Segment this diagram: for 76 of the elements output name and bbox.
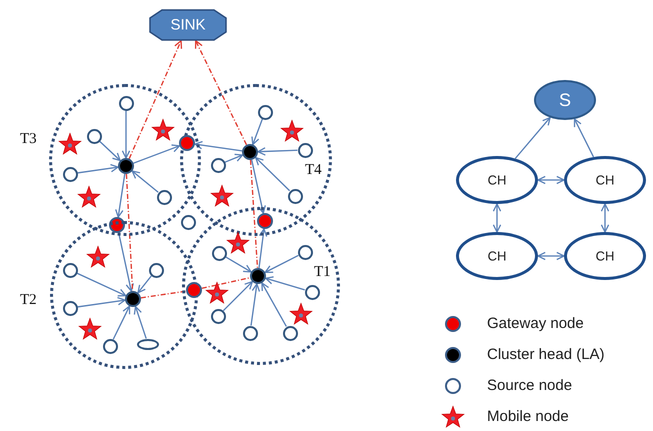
legend-label: Source node bbox=[487, 378, 572, 393]
source-node bbox=[304, 284, 320, 300]
arrow bbox=[257, 147, 298, 156]
source-node bbox=[288, 188, 302, 204]
source-node bbox=[298, 244, 312, 260]
source-node bbox=[298, 142, 312, 158]
legend-label: Mobile node bbox=[487, 409, 569, 424]
connector-line bbox=[250, 160, 258, 268]
legend-label: Gateway node bbox=[487, 316, 584, 331]
arrow bbox=[194, 40, 248, 146]
arrow bbox=[265, 276, 305, 290]
source-node bbox=[62, 300, 78, 316]
arrow bbox=[194, 140, 242, 152]
cluster-label: T1 bbox=[314, 265, 331, 280]
arrow bbox=[537, 252, 565, 260]
arrow bbox=[250, 283, 260, 326]
connector-line bbox=[126, 174, 134, 292]
arrow bbox=[77, 164, 119, 174]
arrow bbox=[133, 144, 180, 164]
arrow bbox=[261, 282, 287, 327]
sink-node bbox=[148, 9, 228, 41]
arrow bbox=[128, 40, 182, 159]
cluster-head-node bbox=[242, 144, 258, 160]
arrow bbox=[134, 306, 147, 339]
arrow bbox=[77, 296, 126, 308]
arrow bbox=[574, 118, 594, 158]
source-node bbox=[210, 308, 226, 324]
arrow bbox=[255, 156, 290, 192]
source-node bbox=[137, 338, 159, 350]
legend-label: Cluster head (LA) bbox=[487, 347, 605, 362]
arrow bbox=[492, 203, 502, 233]
arrow bbox=[76, 272, 126, 297]
arrow bbox=[222, 281, 253, 312]
source-node bbox=[62, 166, 78, 182]
arrow bbox=[264, 254, 299, 273]
arrow bbox=[251, 160, 266, 214]
node-label: S bbox=[559, 91, 571, 109]
source-node bbox=[282, 326, 298, 340]
node-label: CH bbox=[596, 174, 614, 186]
arrow bbox=[251, 118, 263, 146]
source-node bbox=[118, 96, 134, 110]
source-node bbox=[180, 214, 196, 230]
arrow bbox=[112, 306, 130, 340]
cluster-head-node bbox=[118, 158, 134, 174]
node-label: CH bbox=[488, 250, 506, 262]
source-node bbox=[62, 262, 78, 278]
source-node bbox=[210, 158, 226, 172]
source-node bbox=[148, 262, 164, 278]
source-node bbox=[258, 104, 272, 120]
arrow bbox=[600, 203, 610, 233]
cluster-label: T2 bbox=[20, 293, 37, 308]
arrow bbox=[137, 275, 152, 294]
source-node bbox=[102, 338, 118, 354]
cluster-head-node bbox=[125, 291, 141, 307]
arrow bbox=[225, 256, 252, 273]
cluster-label: T4 bbox=[305, 163, 322, 178]
node-label: CH bbox=[596, 250, 614, 262]
node-label: SINK bbox=[170, 18, 206, 32]
arrow bbox=[99, 140, 121, 162]
arrow bbox=[537, 176, 565, 184]
cluster-label: T3 bbox=[20, 132, 37, 147]
gateway-node bbox=[179, 135, 195, 151]
arrow bbox=[258, 228, 268, 268]
cluster-head-node bbox=[250, 268, 266, 284]
arrow bbox=[132, 170, 159, 193]
source-node bbox=[242, 326, 258, 340]
source-node bbox=[212, 246, 226, 260]
node-label: CH bbox=[488, 174, 506, 186]
arrow bbox=[115, 174, 126, 218]
arrow bbox=[122, 110, 130, 159]
connector-line bbox=[202, 277, 250, 289]
arrow bbox=[224, 154, 244, 163]
gateway-node bbox=[257, 213, 273, 229]
arrow bbox=[514, 116, 551, 159]
source-node bbox=[156, 190, 172, 204]
source-node bbox=[86, 128, 102, 144]
